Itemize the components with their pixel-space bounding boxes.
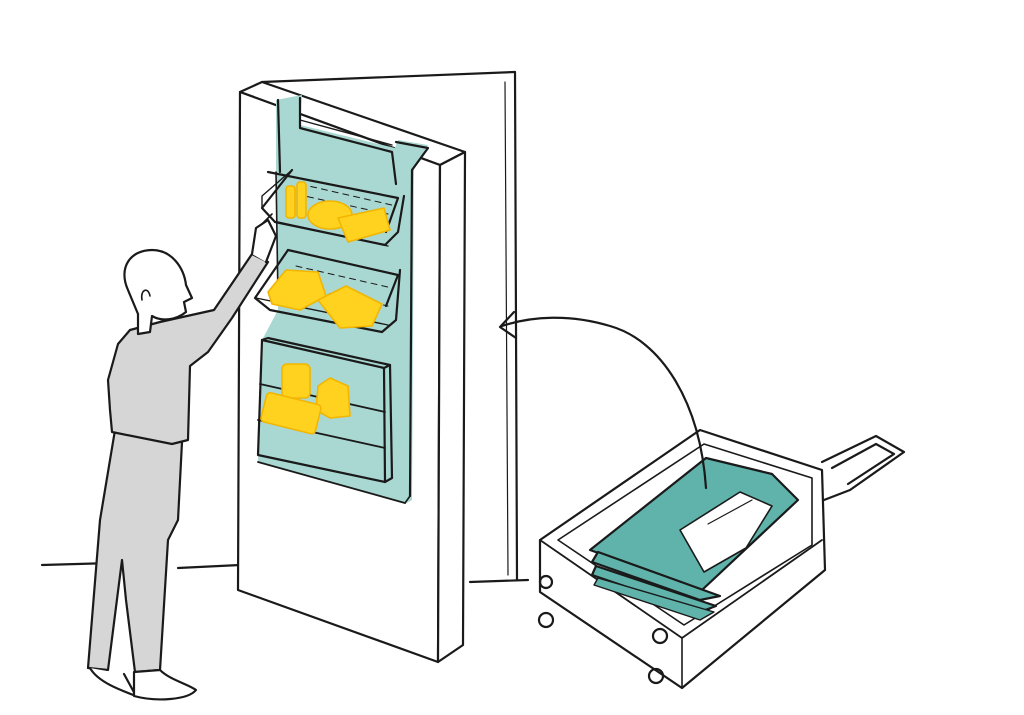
organizer-bottom-box <box>256 336 394 484</box>
suitcase-figure <box>537 428 906 690</box>
door-frame <box>260 70 519 582</box>
curved-arrow-icon <box>498 310 708 490</box>
stored-items <box>260 181 391 435</box>
person-figure <box>86 213 278 701</box>
